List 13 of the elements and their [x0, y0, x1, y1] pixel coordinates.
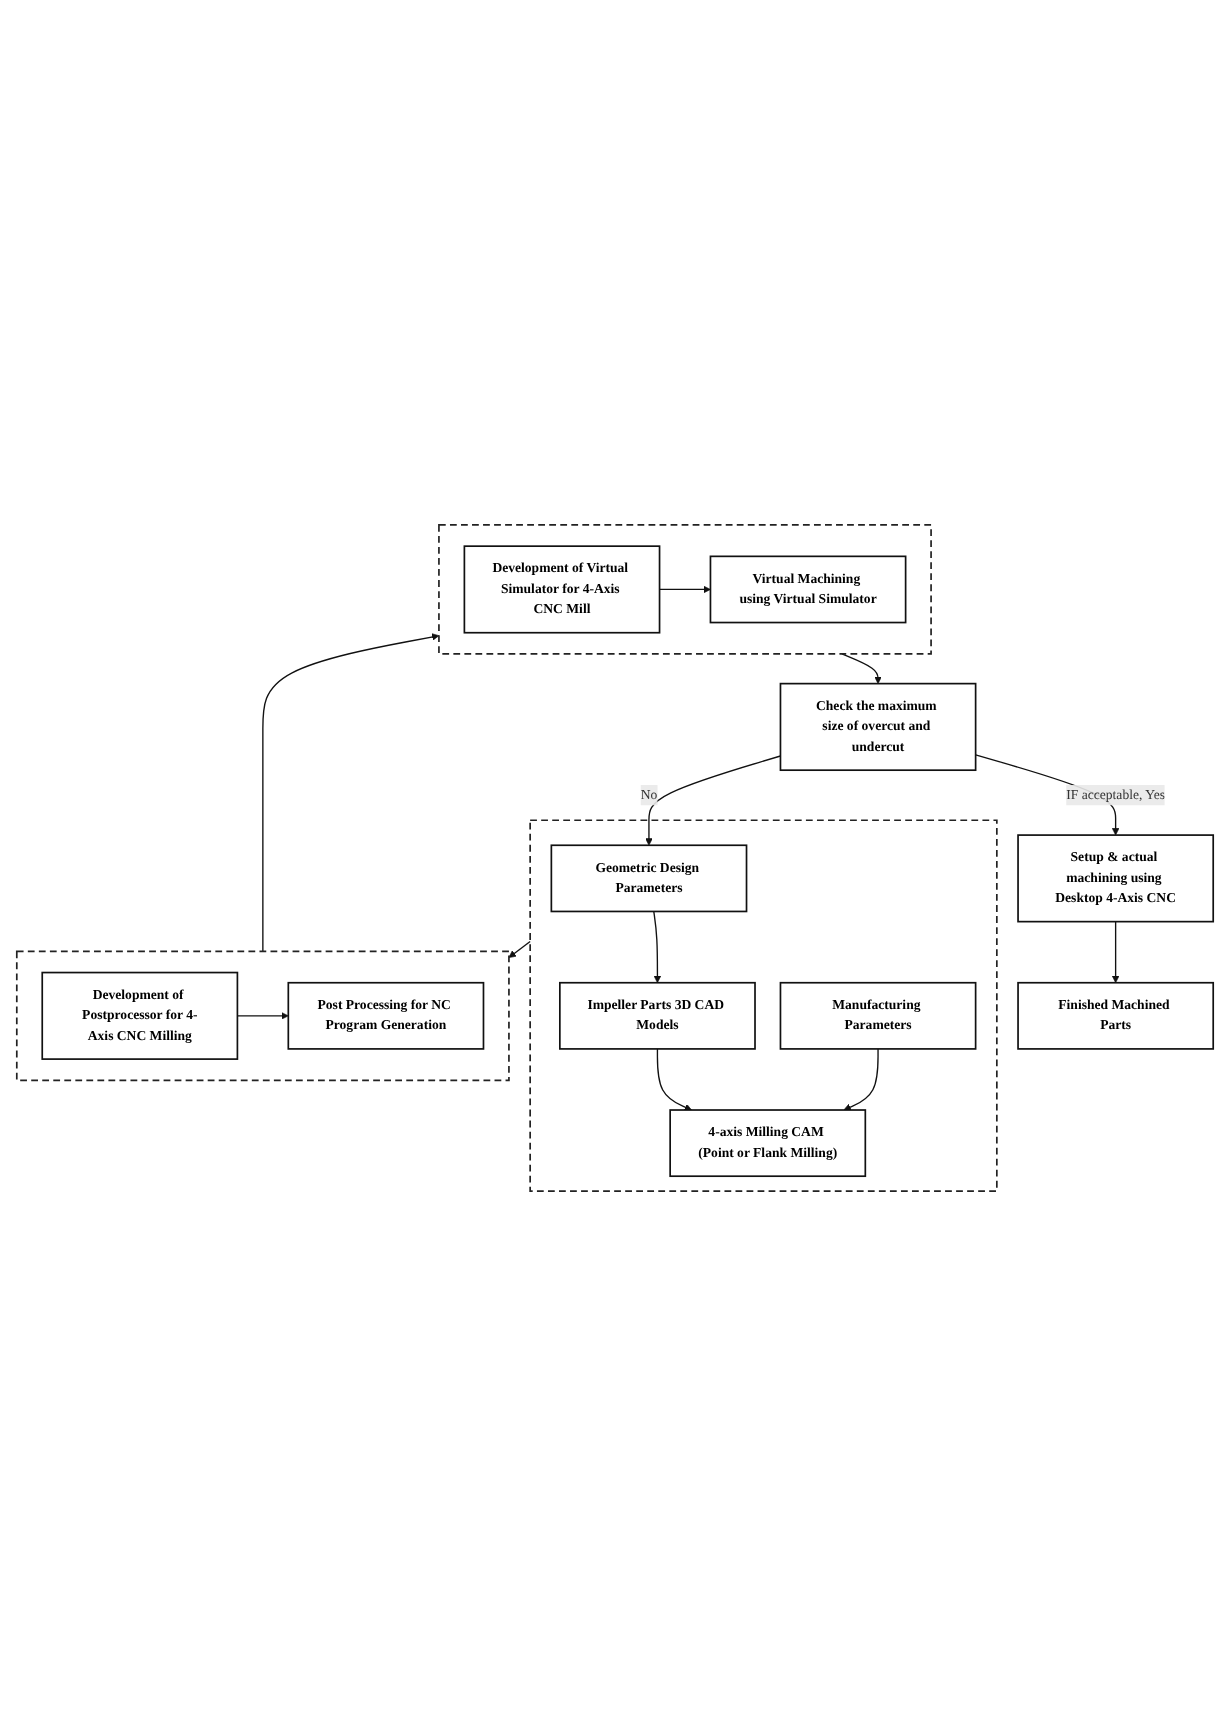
arrow	[841, 653, 882, 684]
arrow	[653, 910, 662, 984]
arrow	[656, 1048, 692, 1111]
arrow	[262, 633, 440, 952]
arrow	[645, 755, 782, 846]
arrow	[658, 585, 711, 594]
arrow	[843, 1048, 879, 1111]
cluster	[529, 819, 998, 1192]
cluster	[438, 524, 932, 655]
arrow	[236, 1012, 289, 1020]
arrow	[1111, 920, 1120, 984]
arrow	[508, 940, 531, 958]
cluster	[15, 950, 510, 1082]
